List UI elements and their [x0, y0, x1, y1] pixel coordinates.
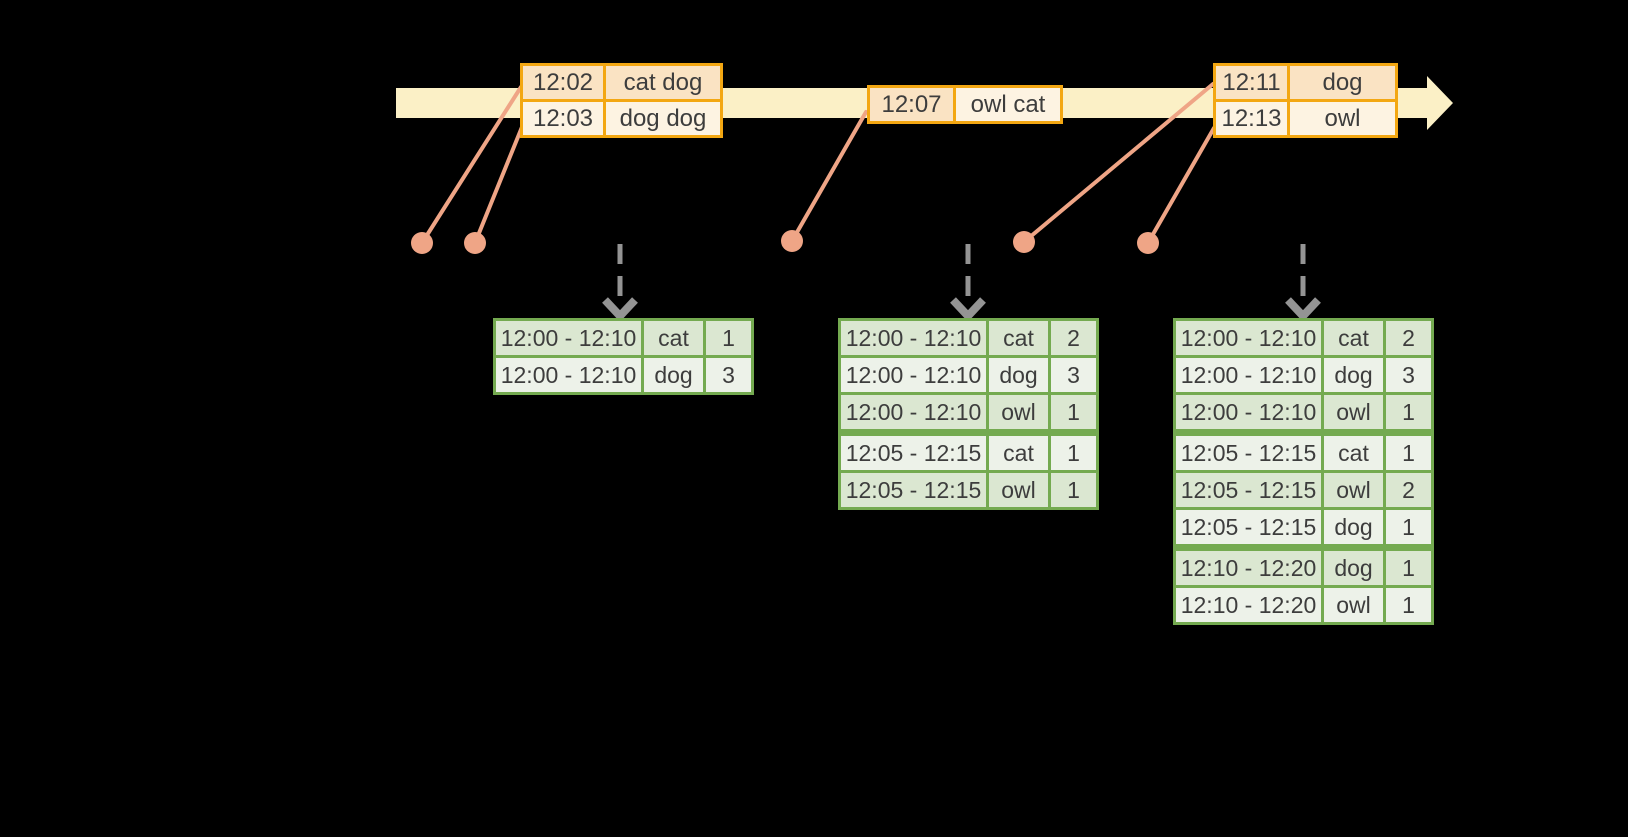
arrival-dot: [464, 232, 486, 254]
event-words-cell: owl cat: [956, 88, 1060, 121]
event-words-cell: owl: [1290, 102, 1395, 135]
count-cell: 1: [1386, 510, 1431, 544]
word-cell: owl: [989, 395, 1048, 429]
count-cell: 1: [1386, 551, 1431, 585]
event-time-cell: 12:13: [1216, 102, 1287, 135]
trigger-arrowhead-icon: [1285, 297, 1321, 322]
count-cell: 2: [1051, 321, 1096, 355]
connector-line: [473, 125, 524, 245]
window-cell: 12:00 - 12:10: [1176, 358, 1321, 392]
window-cell: 12:00 - 12:10: [841, 358, 986, 392]
window-cell: 12:00 - 12:10: [841, 321, 986, 355]
count-cell: 1: [1051, 395, 1096, 429]
word-cell: owl: [1324, 395, 1383, 429]
word-cell: dog: [989, 358, 1048, 392]
window-cell: 12:05 - 12:15: [841, 436, 986, 470]
trigger-arrowhead-icon: [602, 297, 638, 322]
window-cell: 12:05 - 12:15: [1176, 473, 1321, 507]
count-cell: 1: [1386, 395, 1431, 429]
count-cell: 2: [1386, 473, 1431, 507]
event-time-axis-arrowhead-icon: [1427, 76, 1456, 130]
window-cell: 12:00 - 12:10: [841, 395, 986, 429]
count-cell: 1: [706, 321, 751, 355]
window-cell: 12:00 - 12:10: [1176, 321, 1321, 355]
event-time-cell: 12:07: [870, 88, 953, 121]
word-cell: cat: [644, 321, 703, 355]
event-words-cell: dog dog: [606, 102, 720, 135]
window-cell: 12:05 - 12:15: [1176, 436, 1321, 470]
window-cell: 12:05 - 12:15: [841, 473, 986, 507]
window-cell: 12:05 - 12:15: [1176, 510, 1321, 544]
count-cell: 3: [706, 358, 751, 392]
event-time-cell: 12:11: [1216, 66, 1287, 99]
window-cell: 12:00 - 12:10: [1176, 395, 1321, 429]
count-cell: 3: [1051, 358, 1096, 392]
word-cell: dog: [1324, 551, 1383, 585]
word-cell: dog: [1324, 358, 1383, 392]
window-cell: 12:00 - 12:10: [496, 358, 641, 392]
event-words-cell: cat dog: [606, 66, 720, 99]
window-cell: 12:10 - 12:20: [1176, 588, 1321, 622]
word-cell: dog: [644, 358, 703, 392]
word-cell: cat: [1324, 321, 1383, 355]
event-time-cell: 12:03: [523, 102, 603, 135]
arrival-dot: [411, 232, 433, 254]
count-cell: 3: [1386, 358, 1431, 392]
count-cell: 1: [1051, 436, 1096, 470]
word-cell: cat: [1324, 436, 1383, 470]
word-cell: owl: [1324, 588, 1383, 622]
count-cell: 1: [1051, 473, 1096, 507]
word-cell: cat: [989, 436, 1048, 470]
window-cell: 12:00 - 12:10: [496, 321, 641, 355]
arrival-dot: [781, 230, 803, 252]
word-cell: owl: [989, 473, 1048, 507]
connector-line: [790, 110, 868, 243]
arrival-dot: [1137, 232, 1159, 254]
count-cell: 2: [1386, 321, 1431, 355]
word-cell: owl: [1324, 473, 1383, 507]
event-words-cell: dog: [1290, 66, 1395, 99]
trigger-arrowhead-icon: [950, 297, 986, 322]
count-cell: 1: [1386, 436, 1431, 470]
arrival-dot: [1013, 231, 1035, 253]
count-cell: 1: [1386, 588, 1431, 622]
word-cell: dog: [1324, 510, 1383, 544]
event-time-cell: 12:02: [523, 66, 603, 99]
connector-line: [1146, 126, 1216, 245]
word-cell: cat: [989, 321, 1048, 355]
window-cell: 12:10 - 12:20: [1176, 551, 1321, 585]
